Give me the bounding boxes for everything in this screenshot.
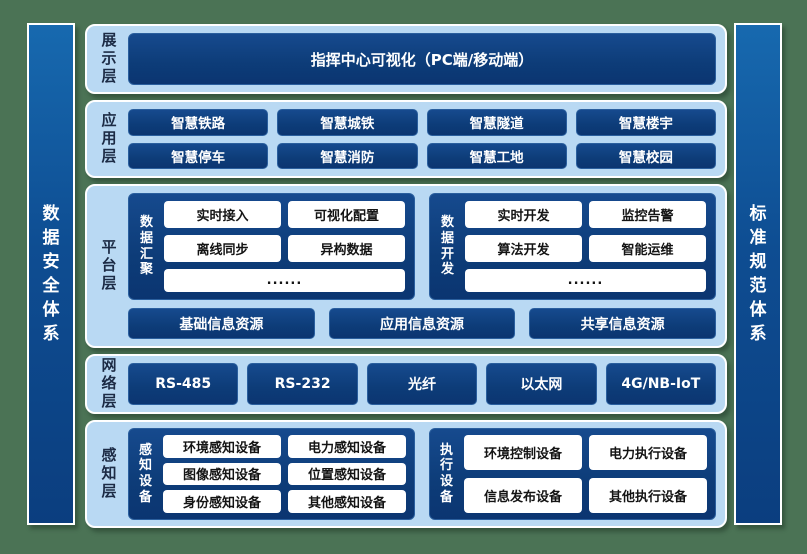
group-label-sensing-devices: 感知设备 xyxy=(138,442,152,505)
layer-panel-display: 展示层 指挥中心可视化（PC端/移动端） xyxy=(85,24,727,94)
item-realtime-access: 实时接入 xyxy=(164,201,281,228)
item-intelligent-ops: 智能运维 xyxy=(589,235,706,262)
group-label-data-development: 数据开发 xyxy=(440,215,454,278)
net-box-ethernet: 以太网 xyxy=(486,363,597,405)
item-info-publish: 信息发布设备 xyxy=(464,478,582,513)
item-heterogeneous-data: 异构数据 xyxy=(288,235,405,262)
res-box-shared-info: 共享信息资源 xyxy=(529,308,717,339)
group-label-data-aggregation: 数据汇聚 xyxy=(139,215,153,278)
app-box-smart-site: 智慧工地 xyxy=(426,142,567,169)
item-env-sensing: 环境感知设备 xyxy=(163,435,281,458)
command-center-title-box: 指挥中心可视化（PC端/移动端） xyxy=(128,33,716,85)
group-label-actuator-devices: 执行设备 xyxy=(439,442,453,505)
item-env-control: 环境控制设备 xyxy=(464,435,582,470)
platform-content: 数据汇聚 实时接入 可视化配置 离线同步 异构数据 ...... 数据开发 xyxy=(128,193,717,339)
pillar-data-security-label: 数据安全体系 xyxy=(42,203,60,345)
app-box-smart-campus: 智慧校园 xyxy=(575,142,716,169)
item-power-actuator: 电力执行设备 xyxy=(589,435,707,470)
item-other-sensing: 其他感知设备 xyxy=(288,490,406,513)
layer-panel-platform: 平台层 数据汇聚 实时接入 可视化配置 离线同步 异构数据 ...... xyxy=(85,184,727,348)
perception-groups: 感知设备 环境感知设备 电力感知设备 图像感知设备 位置感知设备 身份感知设备 … xyxy=(128,428,716,520)
net-box-rs232: RS-232 xyxy=(247,363,358,405)
app-box-smart-railway: 智慧铁路 xyxy=(128,109,269,136)
item-visual-config: 可视化配置 xyxy=(288,201,405,228)
layer-panel-application: 应用层 智慧铁路 智慧城铁 智慧隧道 智慧楼宇 智慧停车 智慧消防 智慧工地 智… xyxy=(85,100,727,178)
group-items-sensing: 环境感知设备 电力感知设备 图像感知设备 位置感知设备 身份感知设备 其他感知设… xyxy=(163,435,406,513)
layer-panel-perception: 感知层 感知设备 环境感知设备 电力感知设备 图像感知设备 位置感知设备 身份感… xyxy=(85,420,727,528)
platform-resources: 基础信息资源 应用信息资源 共享信息资源 xyxy=(128,308,717,339)
item-aggregation-more: ...... xyxy=(164,269,405,292)
app-box-smart-metro: 智慧城铁 xyxy=(277,109,418,136)
group-data-aggregation: 数据汇聚 实时接入 可视化配置 离线同步 异构数据 ...... xyxy=(128,193,415,300)
app-box-smart-building: 智慧楼宇 xyxy=(575,109,716,136)
item-other-actuator: 其他执行设备 xyxy=(589,478,707,513)
net-box-rs485: RS-485 xyxy=(128,363,239,405)
item-location-sensing: 位置感知设备 xyxy=(288,462,406,486)
item-image-sensing: 图像感知设备 xyxy=(163,462,281,486)
item-offline-sync: 离线同步 xyxy=(164,235,281,262)
app-box-smart-fire: 智慧消防 xyxy=(277,142,418,169)
group-items-data-aggregation: 实时接入 可视化配置 离线同步 异构数据 ...... xyxy=(164,201,405,292)
net-box-4g-nbiot: 4G/NB-IoT xyxy=(605,363,717,405)
layer-label-application: 应用层 xyxy=(101,111,117,165)
pillar-data-security: 数据安全体系 xyxy=(27,23,75,525)
group-actuator-devices: 执行设备 环境控制设备 电力执行设备 信息发布设备 其他执行设备 xyxy=(429,428,716,520)
pillar-standards-spec: 标准规范体系 xyxy=(734,23,782,525)
layer-label-network: 网络层 xyxy=(101,356,117,410)
group-data-development: 数据开发 实时开发 监控告警 算法开发 智能运维 ...... xyxy=(429,193,716,300)
group-items-data-development: 实时开发 监控告警 算法开发 智能运维 ...... xyxy=(465,201,706,292)
net-box-fiber: 光纤 xyxy=(366,363,478,405)
item-algorithm-dev: 算法开发 xyxy=(465,235,582,262)
layer-label-platform: 平台层 xyxy=(101,238,117,292)
app-box-smart-parking: 智慧停车 xyxy=(128,142,269,169)
layer-stack: 展示层 指挥中心可视化（PC端/移动端） 应用层 智慧铁路 智慧城铁 智慧隧道 … xyxy=(85,24,727,528)
group-sensing-devices: 感知设备 环境感知设备 电力感知设备 图像感知设备 位置感知设备 身份感知设备 … xyxy=(128,428,415,520)
item-development-more: ...... xyxy=(465,269,706,292)
layer-panel-network: 网络层 RS-485 RS-232 光纤 以太网 4G/NB-IoT xyxy=(85,354,727,414)
platform-groups: 数据汇聚 实时接入 可视化配置 离线同步 异构数据 ...... 数据开发 xyxy=(128,193,716,300)
item-power-sensing: 电力感知设备 xyxy=(288,435,406,458)
res-box-application-info: 应用信息资源 xyxy=(328,308,516,339)
group-items-actuator: 环境控制设备 电力执行设备 信息发布设备 其他执行设备 xyxy=(464,435,707,513)
pillar-standards-spec-label: 标准规范体系 xyxy=(749,203,767,345)
item-monitor-alert: 监控告警 xyxy=(589,201,706,228)
app-box-smart-tunnel: 智慧隧道 xyxy=(426,109,567,136)
application-grid: 智慧铁路 智慧城铁 智慧隧道 智慧楼宇 智慧停车 智慧消防 智慧工地 智慧校园 xyxy=(128,109,716,169)
layer-label-perception: 感知层 xyxy=(101,446,117,500)
item-realtime-dev: 实时开发 xyxy=(465,201,582,228)
network-row: RS-485 RS-232 光纤 以太网 4G/NB-IoT xyxy=(128,363,717,405)
layer-label-display: 展示层 xyxy=(101,31,117,85)
item-identity-sensing: 身份感知设备 xyxy=(163,490,281,513)
res-box-basic-info: 基础信息资源 xyxy=(128,308,315,339)
